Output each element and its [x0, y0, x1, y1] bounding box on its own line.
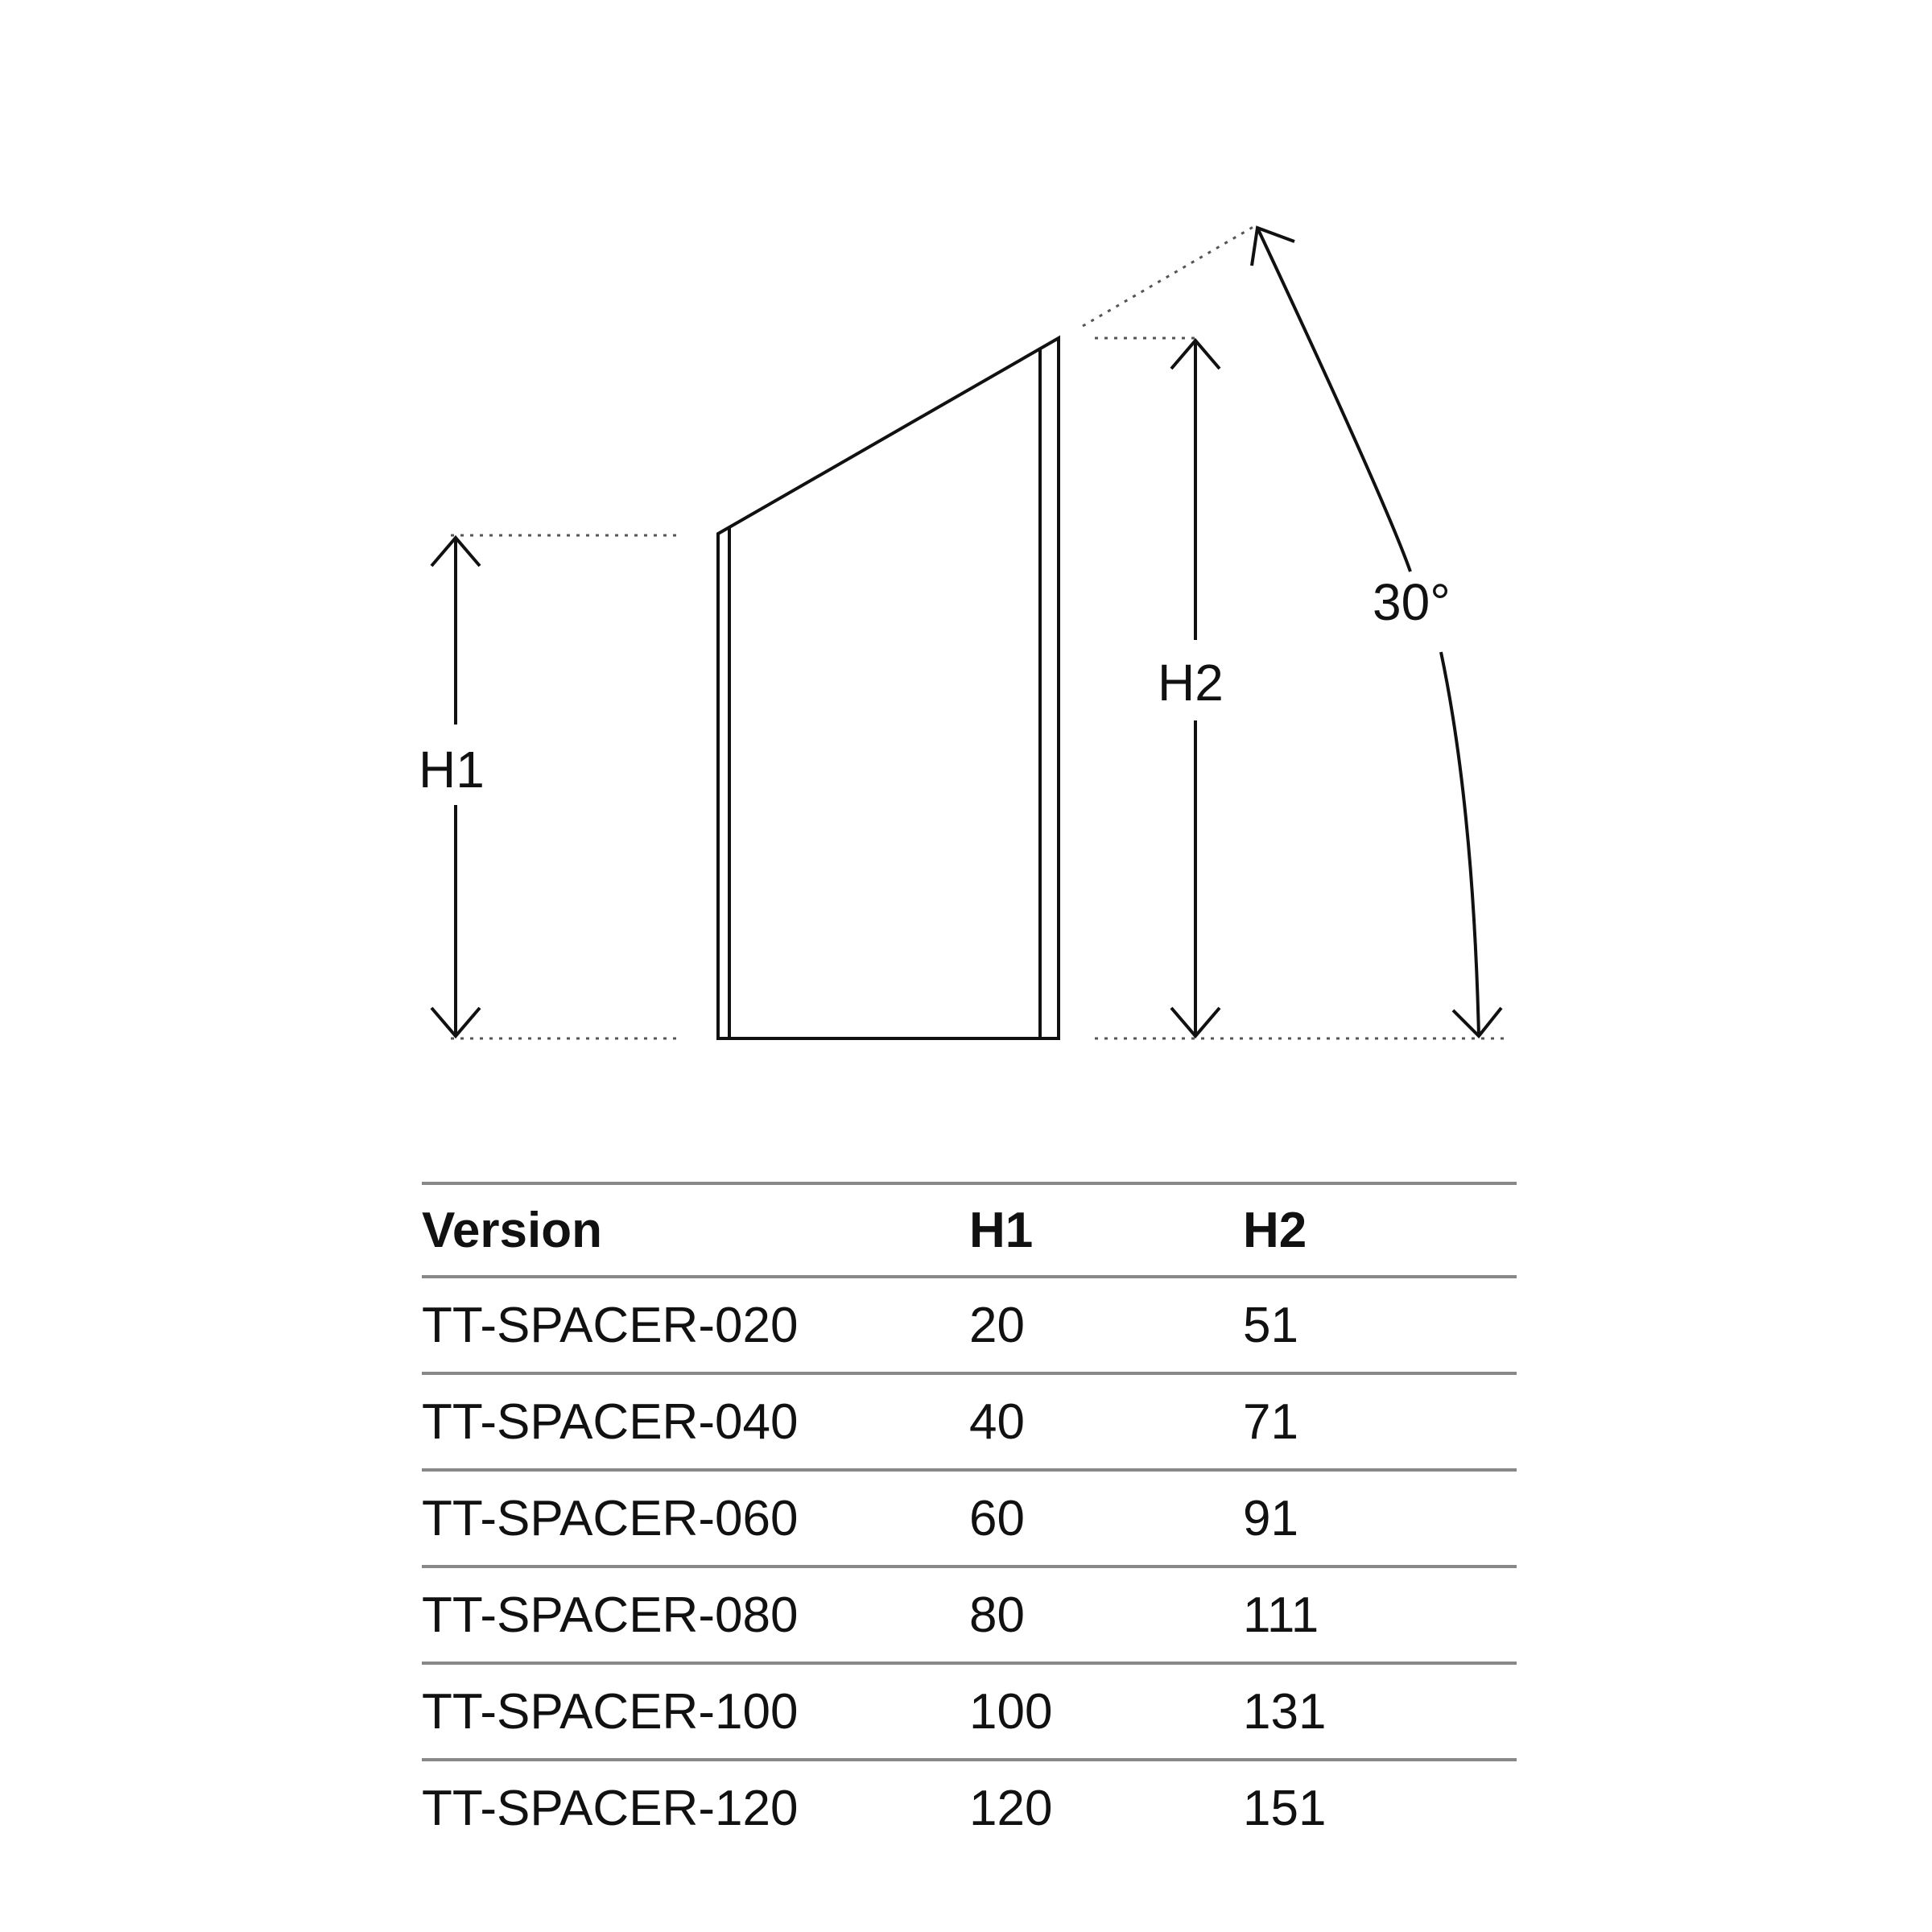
h1-cell: 100: [969, 1662, 1243, 1760]
h1-cell: 60: [969, 1468, 1243, 1567]
version-cell: TT-SPACER-060: [422, 1468, 969, 1567]
header-h2: H2: [1243, 1182, 1517, 1277]
spacer-spec-table: Version H1 H2 TT-SPACER-020 20 51 TT-SPA…: [422, 1182, 1517, 1855]
header-h1: H1: [969, 1182, 1243, 1277]
h2-cell: 151: [1243, 1758, 1517, 1855]
h2-cell: 131: [1243, 1662, 1517, 1760]
spacer-dimension-diagram: H1 H2 30°: [419, 224, 1505, 1040]
version-cell: TT-SPACER-040: [422, 1372, 969, 1470]
table-row: TT-SPACER-080 80 111: [422, 1565, 1517, 1663]
version-cell: TT-SPACER-020: [422, 1275, 969, 1373]
h1-cell: 40: [969, 1372, 1243, 1470]
header-version: Version: [422, 1182, 969, 1277]
table-row: TT-SPACER-040 40 71: [422, 1372, 1517, 1470]
table-row: TT-SPACER-020 20 51: [422, 1275, 1517, 1373]
table-row: TT-SPACER-120 120 151: [422, 1758, 1517, 1855]
h1-dimension-arrow: [430, 535, 481, 1039]
version-cell: TT-SPACER-080: [422, 1565, 969, 1663]
table-row: TT-SPACER-060 60 91: [422, 1468, 1517, 1567]
h1-cell: 80: [969, 1565, 1243, 1663]
h2-dimension-arrow: [1170, 337, 1221, 1039]
h2-cell: 51: [1243, 1275, 1517, 1373]
spacer-profile: [716, 335, 1060, 1040]
angle-arc: [1250, 225, 1503, 1038]
h2-cell: 91: [1243, 1468, 1517, 1567]
extension-lines: [451, 224, 1505, 1040]
h2-label: H2: [1158, 654, 1224, 712]
table-row: TT-SPACER-100 100 131: [422, 1662, 1517, 1760]
h1-cell: 120: [969, 1758, 1243, 1855]
h1-label: H1: [419, 741, 485, 799]
h1-cell: 20: [969, 1275, 1243, 1373]
h2-cell: 71: [1243, 1372, 1517, 1470]
h2-cell: 111: [1243, 1565, 1517, 1663]
angle-label: 30°: [1373, 573, 1451, 631]
version-cell: TT-SPACER-100: [422, 1662, 969, 1760]
table-header-row: Version H1 H2: [422, 1182, 1517, 1277]
version-cell: TT-SPACER-120: [422, 1758, 969, 1855]
